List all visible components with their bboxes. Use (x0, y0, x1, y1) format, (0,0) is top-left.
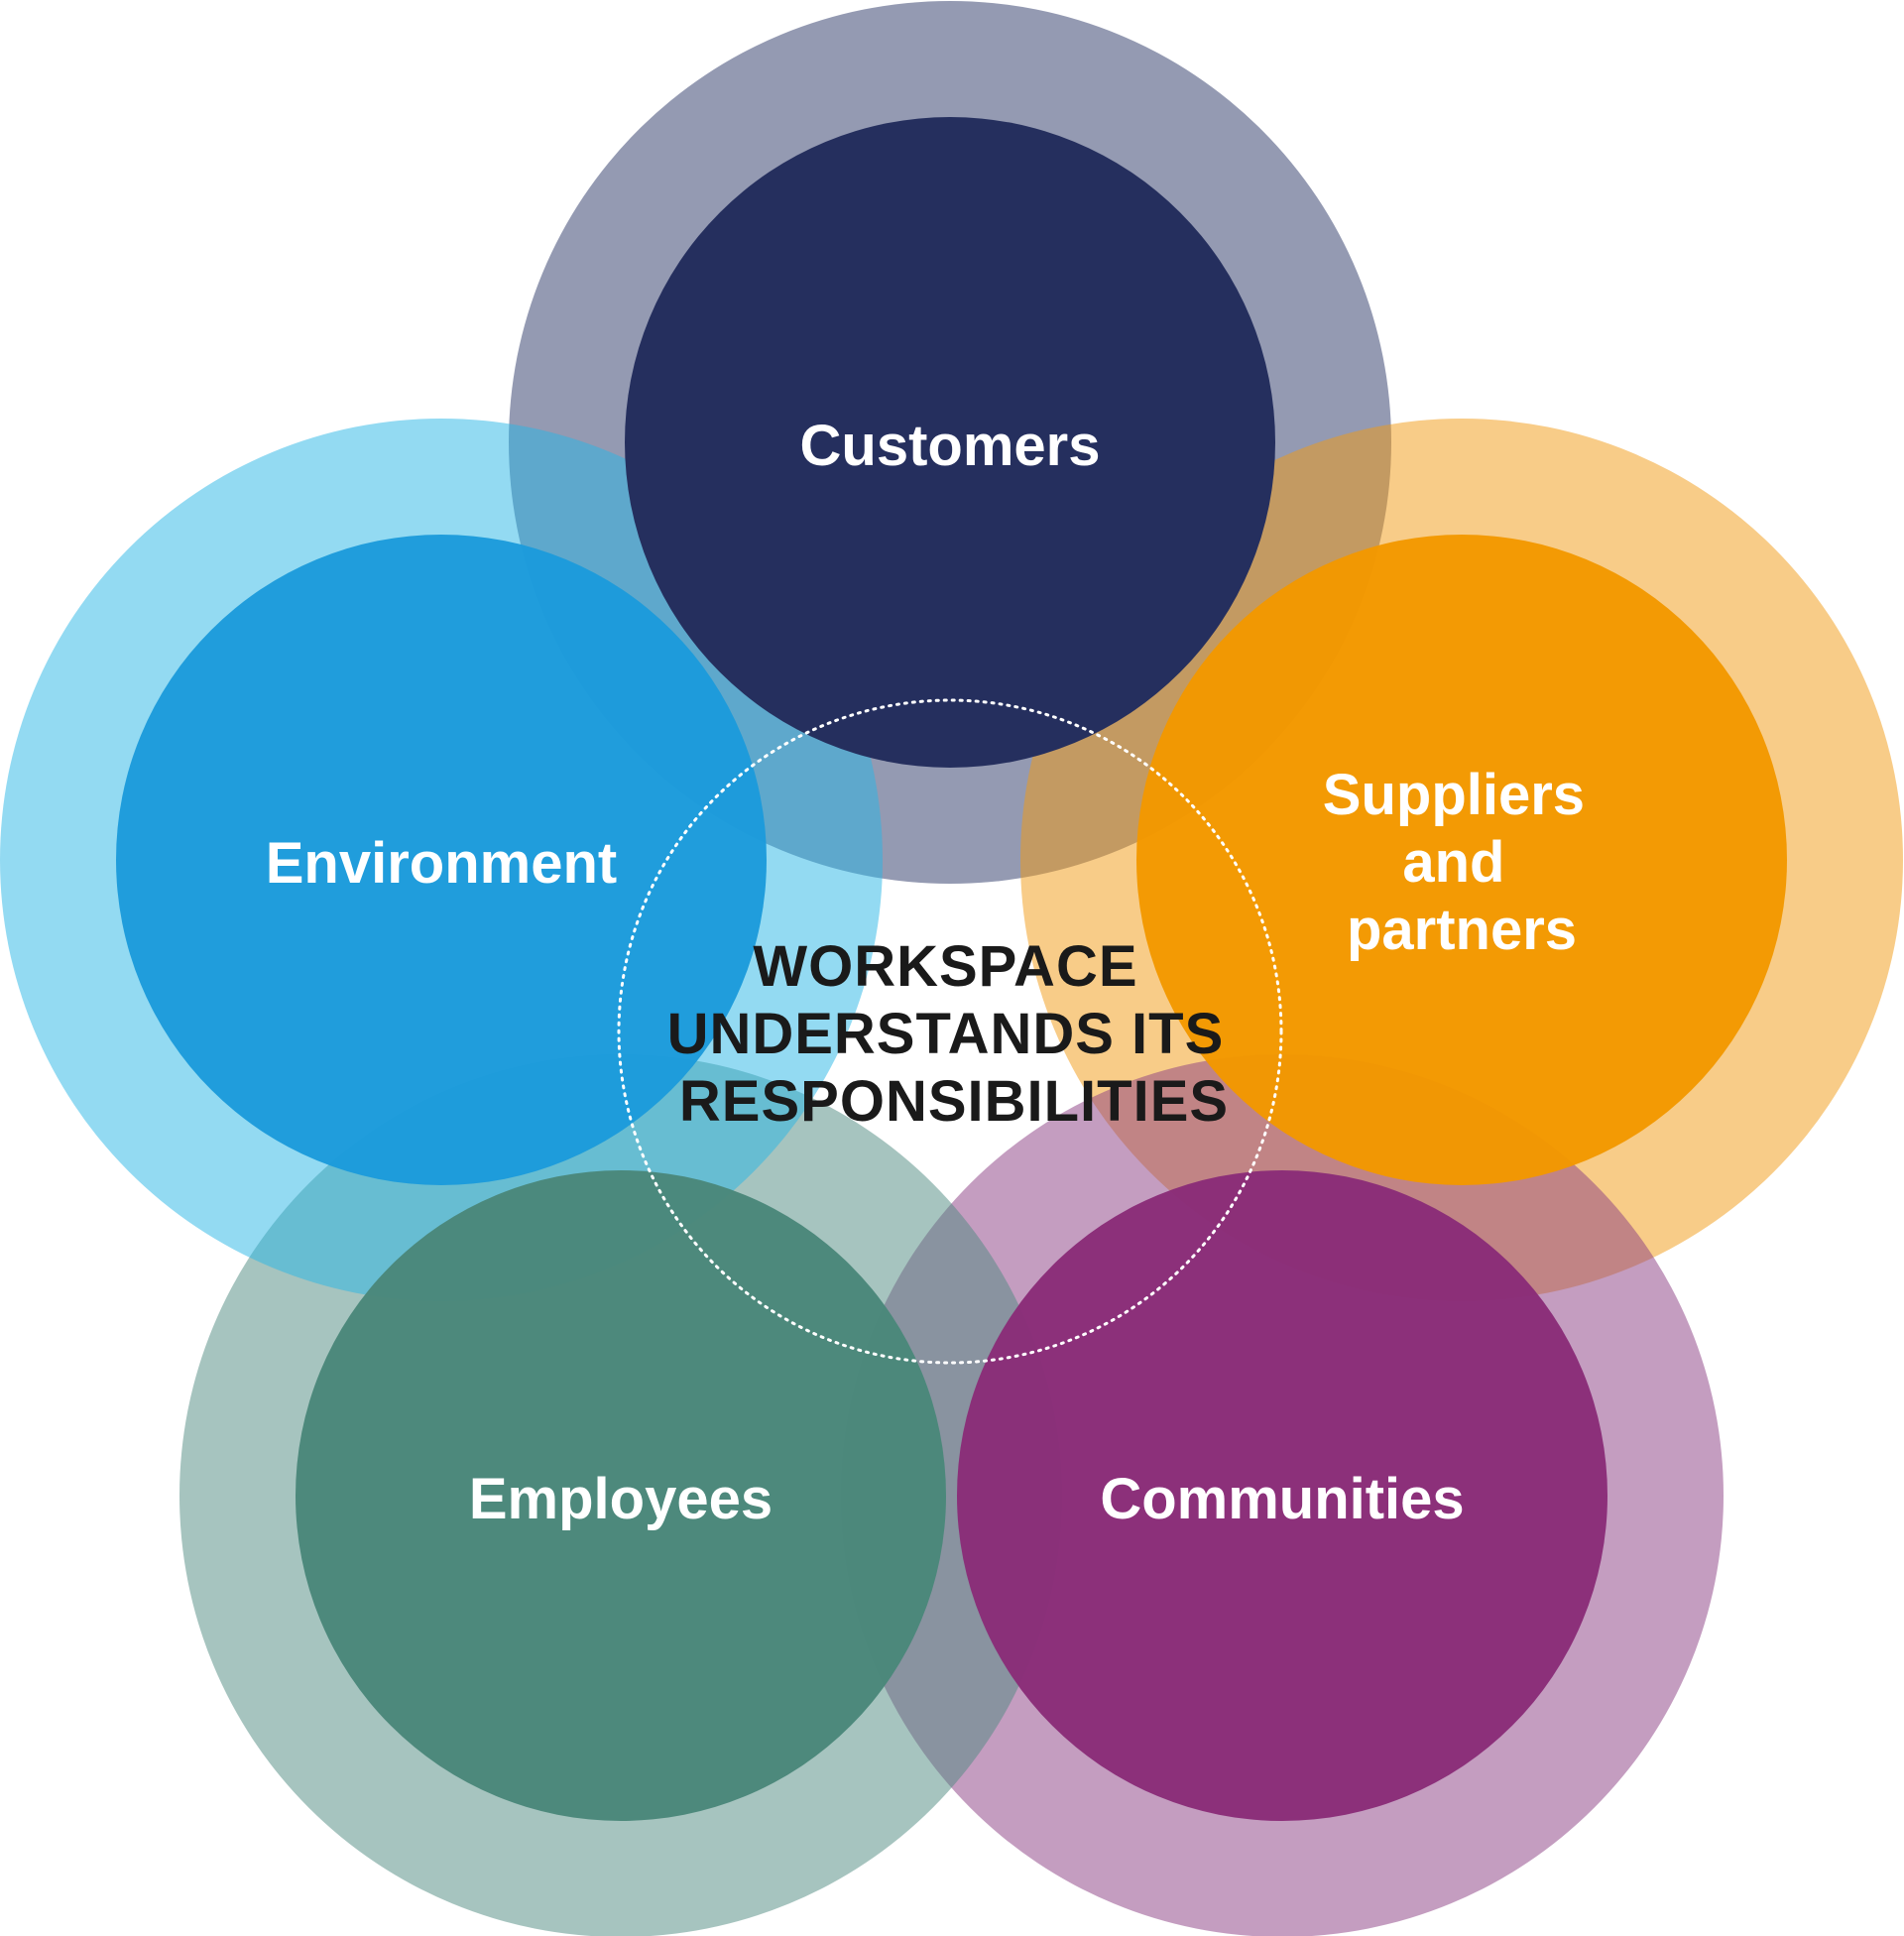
center-dotted-circle (617, 698, 1283, 1365)
environment-circle (116, 535, 767, 1185)
communities-label: Communities (1100, 1467, 1464, 1531)
customers-label: Customers (800, 414, 1101, 478)
suppliers-and-partners-label: Suppliers and partners (1323, 763, 1601, 962)
employees-circle (296, 1170, 946, 1821)
communities-circle (957, 1170, 1607, 1821)
employees-label: Employees (469, 1467, 773, 1531)
suppliers-circle (1136, 535, 1787, 1185)
environment-label: Environment (266, 831, 618, 896)
customers-circle (625, 117, 1275, 768)
center-title: WORKSPACE UNDERSTANDS ITS RESPONSIBILITI… (667, 934, 1242, 1134)
